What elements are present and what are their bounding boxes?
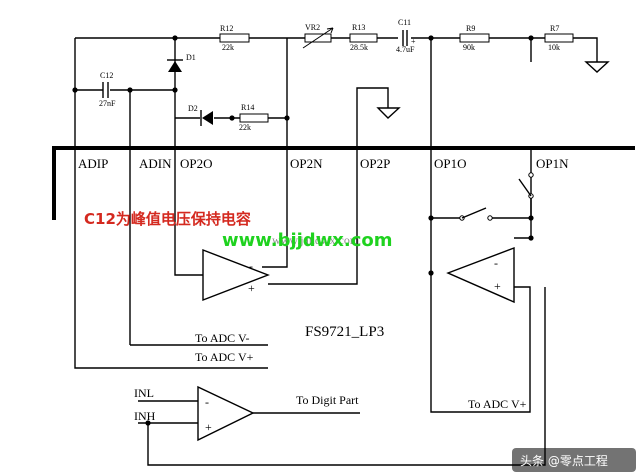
opamp-1-plus: + <box>494 279 501 293</box>
opamp-3-minus: - <box>205 395 209 409</box>
pin-op1o: OP1O <box>434 156 467 171</box>
opamp-2: - + <box>174 148 358 302</box>
pin-labels: ADIP ADIN OP2O OP2N OP2P OP1O OP1N <box>78 156 569 171</box>
r14-value: 22k <box>239 123 251 132</box>
top-rail <box>75 37 598 62</box>
site-watermark: www.bjjdwx.com <box>222 230 393 251</box>
d1-ref: D1 <box>186 53 196 62</box>
faint-watermark: www.jandwx.com <box>272 233 360 247</box>
chip-boundary <box>52 146 635 220</box>
inl-label: INL <box>134 386 154 400</box>
switch-op1o <box>459 207 493 221</box>
c11-polarity: + <box>411 37 416 46</box>
to-adc-v-minus: To ADC V- <box>195 331 250 345</box>
chip-name: FS9721_LP3 <box>305 324 384 340</box>
capacitor-c12: C12 27nF <box>99 71 116 108</box>
c11-ref: C11 <box>398 18 411 27</box>
r7-value: 10k <box>548 43 560 52</box>
to-adc-v-plus: To ADC V+ <box>195 350 254 364</box>
pin-op2o: OP2O <box>180 156 213 171</box>
pin-op1n: OP1N <box>536 156 569 171</box>
d2-ref: D2 <box>188 104 198 113</box>
pin-op2n: OP2N <box>290 156 323 171</box>
r9-value: 90k <box>463 43 475 52</box>
inh-label: INH <box>134 409 156 423</box>
vr2-ref: VR2 <box>305 23 320 32</box>
pin-adin: ADIN <box>139 156 172 171</box>
resistor-r7: R7 10k <box>544 24 574 52</box>
potentiometer-vr2: VR2 <box>302 23 334 49</box>
diode-d2: D2 <box>188 104 213 126</box>
resistor-r9: R9 90k <box>459 24 490 52</box>
diode-d1: D1 <box>167 53 196 72</box>
capacitor-c11: C11 + 4.7uF <box>396 18 416 54</box>
opamp-3-plus: + <box>205 420 212 434</box>
r13-value: 28.5k <box>350 43 368 52</box>
c12-value: 27nF <box>99 99 116 108</box>
corner-logo: 头条 @零点工程 <box>512 448 636 472</box>
r7-ref: R7 <box>550 24 559 33</box>
opamp-2-minus: - <box>249 259 253 273</box>
r9-ref: R9 <box>466 24 475 33</box>
opamp-3: - + INL INH To Digit Part <box>134 287 546 466</box>
opamp-1: - + <box>430 38 532 413</box>
to-digit-part: To Digit Part <box>296 393 359 407</box>
to-adc-v-plus-right: To ADC V+ <box>468 397 527 411</box>
adc-lines: To ADC V- To ADC V+ To ADC V+ <box>74 148 527 411</box>
corner-logo-text: 头条 @零点工程 <box>520 453 608 468</box>
left-network-wires <box>74 38 288 345</box>
switch-op1n <box>518 172 534 218</box>
resistor-r14: R14 22k <box>239 103 269 132</box>
peak-hold-note: C12为峰值电压保持电容 <box>84 210 251 228</box>
ground-symbol-right <box>584 61 610 73</box>
c11-value: 4.7uF <box>396 45 415 54</box>
pin-op2p: OP2P <box>360 156 390 171</box>
r12-value: 22k <box>222 43 234 52</box>
opamp-2-plus: + <box>248 281 255 295</box>
resistor-r13: R13 28.5k <box>349 23 378 52</box>
r12-ref: R12 <box>220 24 233 33</box>
opamp-1-minus: - <box>494 256 498 270</box>
r13-ref: R13 <box>352 23 365 32</box>
r14-ref: R14 <box>241 103 254 112</box>
op2p-ground <box>356 87 401 148</box>
c12-ref: C12 <box>100 71 113 80</box>
pin-adip: ADIP <box>78 156 108 171</box>
resistor-r12: R12 22k <box>219 24 250 52</box>
